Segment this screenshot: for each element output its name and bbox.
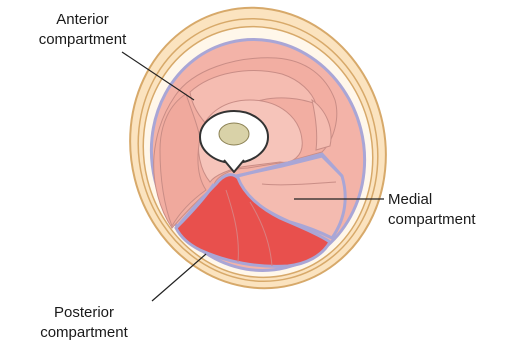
femur-marrow	[219, 123, 249, 145]
medial-compartment-label: Medial compartment	[388, 190, 476, 230]
medial-label-line1: Medial	[388, 190, 476, 210]
anterior-label-line1: Anterior	[30, 10, 135, 30]
posterior-compartment-label: Posterior compartment	[28, 303, 140, 343]
posterior-label-line2: compartment	[28, 323, 140, 343]
posterior-leader-line	[152, 254, 206, 301]
posterior-label-line1: Posterior	[28, 303, 140, 323]
anterior-compartment-label: Anterior compartment	[30, 10, 135, 50]
anterior-label-line2: compartment	[30, 30, 135, 50]
medial-label-line2: compartment	[388, 210, 476, 230]
